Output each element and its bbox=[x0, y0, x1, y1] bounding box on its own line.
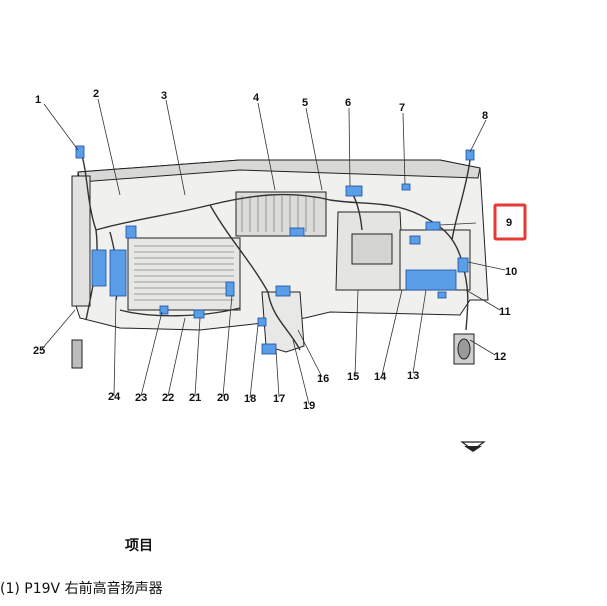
view-direction-arrow-icon bbox=[460, 441, 486, 452]
callout-3: 3 bbox=[161, 90, 167, 102]
callout-6: 6 bbox=[345, 97, 351, 109]
legend-item-1: (1) P19V 右前高音扬声器 bbox=[0, 581, 163, 597]
callout-18: 18 bbox=[244, 393, 256, 405]
instrument-panel bbox=[71, 159, 489, 353]
callout-9: 9 bbox=[506, 217, 512, 229]
leader-lines bbox=[41, 98, 506, 405]
callout-17: 17 bbox=[273, 393, 285, 405]
callout-13: 13 bbox=[407, 370, 419, 382]
callout-numbers: 1 2 3 4 5 6 7 8 9 10 11 12 13 14 15 16 1… bbox=[33, 88, 517, 412]
right-speaker-assembly bbox=[453, 333, 475, 365]
callout-5: 5 bbox=[302, 97, 308, 109]
left-connector-drop bbox=[71, 339, 83, 369]
callout-12: 12 bbox=[494, 351, 506, 363]
callout-15: 15 bbox=[347, 371, 359, 383]
callout-11: 11 bbox=[499, 306, 511, 318]
components bbox=[75, 145, 475, 355]
callout-25: 25 bbox=[33, 345, 45, 357]
callout-9-highlight bbox=[493, 203, 527, 241]
callout-14: 14 bbox=[374, 371, 387, 383]
harness-lines bbox=[79, 149, 471, 351]
callout-24: 24 bbox=[108, 391, 121, 403]
legend-heading: 项目 bbox=[125, 538, 153, 554]
callout-20: 20 bbox=[217, 392, 229, 404]
callout-8: 8 bbox=[482, 110, 488, 122]
callout-16: 16 bbox=[317, 373, 329, 385]
callout-2: 2 bbox=[93, 88, 99, 100]
callout-22: 22 bbox=[162, 392, 174, 404]
callout-1: 1 bbox=[35, 94, 41, 106]
callout-19: 19 bbox=[303, 400, 315, 412]
wiring-harness-diagram: 1 2 3 4 5 6 7 8 9 10 11 12 13 14 15 16 1… bbox=[33, 88, 527, 452]
callout-23: 23 bbox=[135, 392, 147, 404]
callout-10: 10 bbox=[505, 266, 517, 278]
callout-7: 7 bbox=[399, 102, 405, 114]
callout-4: 4 bbox=[253, 92, 260, 104]
callout-21: 21 bbox=[189, 392, 201, 404]
